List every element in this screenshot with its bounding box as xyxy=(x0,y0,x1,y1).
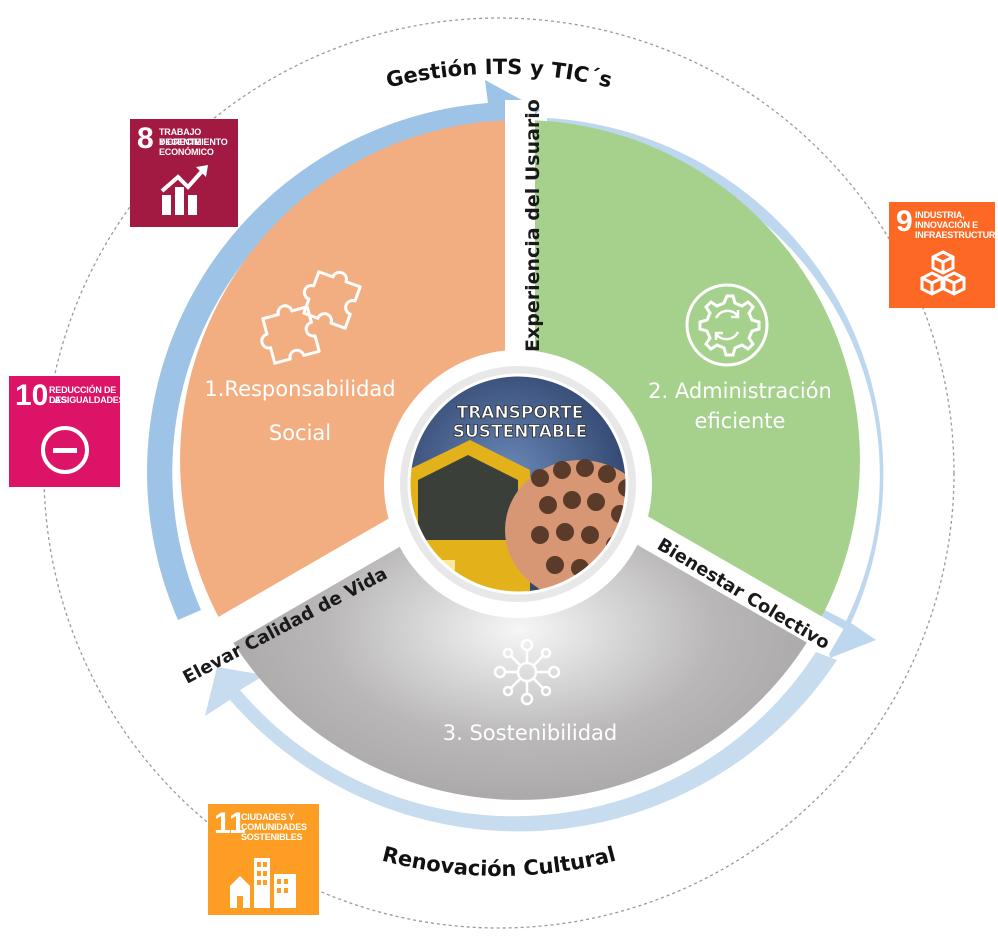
sdg-badge-8: 8 TRABAJO DECENTE Y CRECIMIENTO ECONÓMIC… xyxy=(130,119,238,227)
sdg-badge-11: 11 CIUDADES Y COMUNIDADES SOSTENIBLES xyxy=(208,804,319,915)
center-title-line2: SUSTENTABLE xyxy=(453,422,588,442)
growth-chart-icon xyxy=(160,165,208,215)
divider-label-experiencia: Experiencia del Usuario xyxy=(522,99,544,352)
sdg-10-title-1: REDUCCIÓN DE LAS xyxy=(49,385,117,405)
arrow-band-bottom xyxy=(205,652,837,832)
equality-icon xyxy=(41,426,89,474)
city-icon xyxy=(230,858,296,908)
gear-cycle-icon xyxy=(685,283,769,367)
sdg-9-title-2: INNOVACIÓN E xyxy=(915,220,978,230)
network-icon xyxy=(493,638,561,706)
sdg-8-title-1: TRABAJO DECENTE xyxy=(159,127,202,147)
sdg-8-number: 8 xyxy=(137,122,154,155)
center-photo: TRANSPORTE SUSTENTABLE xyxy=(384,350,652,618)
outer-label-renovacion: Renovación Cultural xyxy=(380,842,618,881)
sdg-9-number: 9 xyxy=(896,205,913,238)
sdg-9-title-3: INFRAESTRUCTURA xyxy=(915,230,998,240)
segment-1-label-line2: Social xyxy=(269,421,331,445)
segment-2-label-line2: eficiente xyxy=(695,409,786,433)
sdg-8-title-3: ECONÓMICO xyxy=(159,147,214,157)
sdg-8-title-2: Y CRECIMIENTO xyxy=(159,137,228,147)
sdg-11-title-2: COMUNIDADES xyxy=(241,822,307,832)
segment-2-label-line1: 2. Administración xyxy=(648,379,832,403)
center-title-line1: TRANSPORTE xyxy=(457,403,584,423)
segment-3-label: 3. Sostenibilidad xyxy=(443,721,618,745)
puzzle-icon xyxy=(260,270,362,365)
sdg-10-title-2: DESIGUALDADES xyxy=(49,395,125,405)
sdg-9-title-1: INDUSTRIA, xyxy=(915,210,965,220)
sdg-10-number: 10 xyxy=(15,379,49,412)
outer-label-gestion: Gestión ITS y TIC´s xyxy=(384,55,615,93)
segment-1-label-line1: 1.Responsabilidad xyxy=(204,377,395,401)
cubes-icon xyxy=(920,250,966,296)
sdg-badge-10: 10 REDUCCIÓN DE LAS DESIGUALDADES xyxy=(9,376,125,487)
sdg-11-title-1: CIUDADES Y xyxy=(241,812,295,822)
segment-sostenibilidad xyxy=(225,460,815,800)
sdg-badge-9: 9 INDUSTRIA, INNOVACIÓN E INFRAESTRUCTUR… xyxy=(889,202,998,308)
sdg-11-title-3: SOSTENIBLES xyxy=(241,832,303,842)
sdg-11-number: 11 xyxy=(214,807,246,840)
arrow-band-right xyxy=(547,118,884,658)
